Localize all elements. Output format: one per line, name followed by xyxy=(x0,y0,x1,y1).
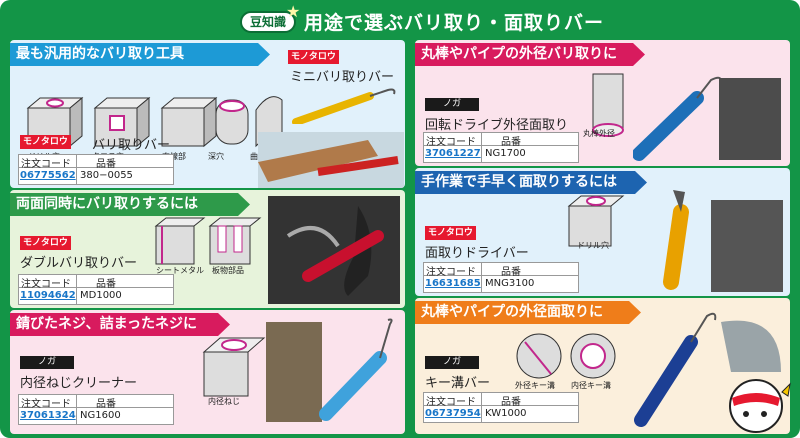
order-code-label: 注文コード xyxy=(426,137,476,148)
noga-brand-badge: ノガ xyxy=(425,98,479,111)
panel-hand-chamfer: 手作業で手早く面取りするには モノタロウ 面取りドライバー ドリル穴 注文コード… xyxy=(415,168,790,296)
star-icon: ★ xyxy=(286,2,301,21)
part-number-label: 品番 xyxy=(501,267,521,278)
order-code-label: 注文コード xyxy=(21,399,71,410)
panel-heading: 最も汎用的なバリ取り工具 xyxy=(10,43,270,66)
deburr-pipe-photo xyxy=(258,132,404,188)
shape-caption: 外径キー溝 xyxy=(515,381,555,390)
panel-keyway: 丸棒やパイプの外径面取りに ノガ キー溝バー 外径キー溝 内径キー溝 注文コード… xyxy=(415,298,790,434)
mascot-icon xyxy=(729,379,791,433)
monotaro-logo: モノタロウ xyxy=(20,135,71,149)
monotaro-logo: モノタロウ xyxy=(288,50,339,64)
panel-heading: 手作業で手早く面取りするには xyxy=(415,171,647,194)
panel-general-deburring: 最も汎用的なバリ取り工具 ドリル穴 クロス穴 直線部 深穴 曲線部 モノタロウ … xyxy=(10,40,405,188)
part-number-label: 品番 xyxy=(501,137,521,148)
thread-cleaner-photo xyxy=(266,318,393,422)
product-name: 内径ねじクリーナー xyxy=(20,376,138,391)
part-number-label: 品番 xyxy=(501,397,521,408)
part-number-label: 品番 xyxy=(96,279,116,290)
order-code-label: 注文コード xyxy=(426,267,476,278)
shape-caption: シートメタル xyxy=(156,266,204,275)
panel-heading: 丸棒やパイプの外径バリ取りに xyxy=(415,43,645,66)
order-code-table: 注文コード 品番 06737954 KW1000 xyxy=(423,392,579,424)
shape-caption: 板物部品 xyxy=(212,266,244,275)
product-name: ダブルバリ取りバー xyxy=(20,256,138,271)
page-title: 用途で選ぶバリ取り・面取りバー xyxy=(304,12,605,34)
double-deburr-photo xyxy=(268,196,400,304)
panel-thread-cleaner: 錆びたネジ、詰まったネジに ノガ 内径ねじクリーナー 内径ねじ 注文コード 品番… xyxy=(10,310,405,434)
order-code-table: 注文コード 品番 16631685 MNG3100 xyxy=(423,262,579,294)
shape-caption: 丸棒外径 xyxy=(583,129,615,138)
mini-product-name: ミニバリ取りバー xyxy=(290,70,395,85)
part-number: 380−0055 xyxy=(80,170,133,181)
panel-heading: 両面同時にバリ取りするには xyxy=(10,193,250,216)
part-number: NG1600 xyxy=(80,410,121,421)
order-code-link[interactable]: 06737954 xyxy=(425,408,481,419)
part-number: MD1000 xyxy=(80,290,122,301)
order-code-table: 注文コード 品番 37061227 NG1700 xyxy=(423,132,579,164)
monotaro-logo: モノタロウ xyxy=(425,226,476,240)
mini-deburr-tool-image xyxy=(292,88,396,124)
inner-thread-illustration xyxy=(202,337,266,397)
shape-caption: 直線部 xyxy=(162,152,186,161)
panel-outer-deburr: 丸棒やパイプの外径バリ取りに ノガ 回転ドライブ外径面取り 丸棒外径 注文コード… xyxy=(415,40,790,166)
order-code-link[interactable]: 37061324 xyxy=(20,410,76,421)
drill-hole-illustration xyxy=(567,195,625,247)
product-name: 面取りドライバー xyxy=(425,246,529,261)
part-number: KW1000 xyxy=(485,408,527,419)
order-code-link[interactable]: 06775562 xyxy=(20,170,76,181)
mamechishiki-badge: 豆知識 xyxy=(240,11,296,33)
noga-brand-badge: ノガ xyxy=(20,356,74,369)
shape-caption: 内径ねじ xyxy=(208,397,240,406)
part-number-label: 品番 xyxy=(96,159,116,170)
part-number-label: 品番 xyxy=(96,399,116,410)
product-name: バリ取りバー xyxy=(92,138,171,153)
shape-caption: 内径キー溝 xyxy=(571,381,611,390)
order-code-link[interactable]: 11094642 xyxy=(20,290,76,301)
sheet-metal-illustration xyxy=(154,217,262,265)
header: 豆知識 ★ 用途で選ぶバリ取り・面取りバー xyxy=(0,0,800,40)
order-code-table: 注文コード 品番 37061324 NG1600 xyxy=(18,394,174,426)
outer-deburr-photo xyxy=(633,76,781,161)
panel-heading: 丸棒やパイプの外径面取りに xyxy=(415,301,641,324)
noga-brand-badge: ノガ xyxy=(425,356,479,369)
order-code-table: 注文コード 品番 06775562 380−0055 xyxy=(18,154,174,186)
order-code-table: 注文コード 品番 11094642 MD1000 xyxy=(18,274,174,306)
shape-caption: 深穴 xyxy=(208,152,224,161)
order-code-link[interactable]: 37061227 xyxy=(425,148,481,159)
part-number: MNG3100 xyxy=(485,278,535,289)
panel-heading: 錆びたネジ、詰まったネジに xyxy=(10,313,230,336)
order-code-link[interactable]: 16631685 xyxy=(425,278,481,289)
shape-caption: ドリル穴 xyxy=(577,241,609,250)
product-name: 回転ドライブ外径面取り xyxy=(425,118,569,133)
keyway-bar-photo xyxy=(634,312,781,427)
order-code-label: 注文コード xyxy=(426,397,476,408)
part-number: NG1700 xyxy=(485,148,526,159)
keyway-illustration xyxy=(516,333,616,379)
chamfer-driver-photo xyxy=(663,190,783,292)
panel-double-side: 両面同時にバリ取りするには モノタロウ ダブルバリ取りバー シートメタル 板物部… xyxy=(10,190,405,308)
product-name: キー溝バー xyxy=(425,376,491,391)
monotaro-logo: モノタロウ xyxy=(20,236,71,250)
order-code-label: 注文コード xyxy=(21,159,71,170)
order-code-label: 注文コード xyxy=(21,279,71,290)
round-bar-illustration xyxy=(592,73,624,137)
